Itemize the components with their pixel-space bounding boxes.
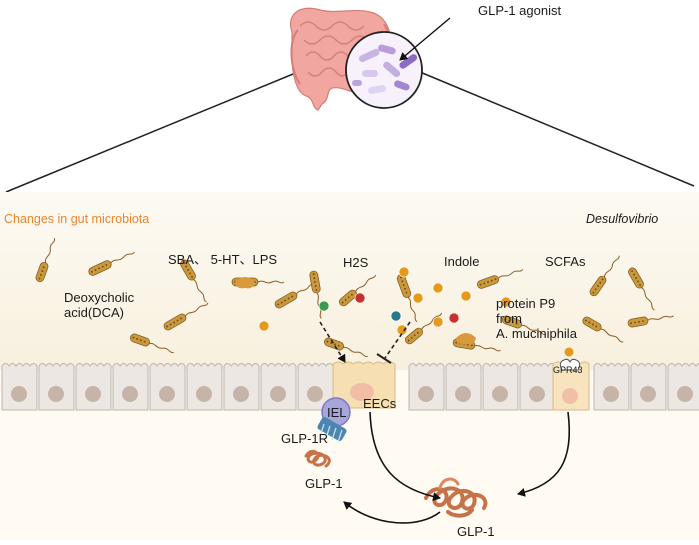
glp1r-label: GLP-1R (281, 431, 328, 446)
metabolite-dot (412, 292, 424, 304)
gpr43-label: GPR43 (553, 365, 583, 375)
lumen-band (0, 192, 699, 370)
gpr43-cell (552, 347, 590, 411)
metabolite-layer (235, 266, 512, 345)
glp1-center-label: GLP-1 (457, 524, 495, 539)
dashed-stimulation-arrow (319, 321, 346, 363)
section-title: Changes in gut microbiota (4, 212, 150, 226)
eec-to-glp1-arrow (369, 411, 441, 502)
epithelial-cell (112, 363, 149, 411)
bacterium (627, 315, 674, 328)
genus-label: Desulfovibrio (586, 212, 659, 226)
epithelial-cell (186, 363, 223, 411)
glp1-left-label: GLP-1 (305, 476, 343, 491)
epithelial-cell (667, 363, 699, 411)
epithelial-cell (38, 363, 75, 411)
gpr43-to-glp1-arrow (517, 411, 571, 497)
p9-label-line1: protein P9 (496, 296, 556, 311)
epithelial-cell (223, 363, 260, 411)
iel-label: IEL (327, 405, 347, 420)
bacterium (323, 337, 368, 358)
glp1-peptide-large (424, 477, 488, 518)
bacterium (628, 267, 655, 311)
bacterium (589, 255, 620, 297)
metabolite-indole-label: Indole (444, 254, 480, 269)
bacterium (180, 259, 207, 303)
glp1r-receptor (317, 417, 347, 443)
inhibition-bar (376, 353, 392, 364)
bacterium (582, 316, 624, 343)
glp1-to-left-arrow (343, 501, 441, 524)
metabolite-dot (432, 316, 444, 328)
epithelial-cell (297, 363, 334, 411)
dca-label-line1: Deoxycholic (64, 290, 135, 305)
metabolite-dot (432, 282, 444, 294)
epithelial-cell (149, 363, 186, 411)
metabolite-dot (398, 266, 410, 278)
epithelial-cell (519, 363, 556, 411)
dashed-inhibition-line (384, 321, 411, 359)
epithelial-cell (260, 363, 297, 411)
glp1-agonist-label: GLP-1 agonist (478, 3, 562, 18)
metabolite-dot (396, 324, 408, 336)
bacterium (129, 333, 174, 354)
bacterium (163, 302, 209, 331)
metabolite-dot (500, 296, 512, 308)
bacterium (405, 312, 443, 345)
scfa-blob (235, 277, 255, 289)
bacterium (35, 238, 56, 283)
epithelial-cell (408, 363, 445, 411)
epithelial-cell (593, 363, 630, 411)
metabolite-h2s-label: H2S (343, 255, 369, 270)
metabolite-dot (318, 300, 330, 312)
epithelial-cell (445, 363, 482, 411)
metabolite-dot (460, 290, 472, 302)
glp1-peptide-small (304, 449, 331, 468)
epithelial-cell (482, 363, 519, 411)
bacterium (477, 269, 524, 289)
metabolite-dot (448, 312, 460, 324)
agonist-arrow (399, 17, 451, 61)
metabolite-sba-label: SBA、 5-HT、LPS (168, 252, 278, 267)
scfa-blob (456, 333, 476, 345)
metabolite-scfas-label: SCFAs (545, 254, 586, 269)
bacterium (501, 315, 546, 336)
epithelial-cell (75, 363, 112, 411)
epithelial-cell (1, 363, 38, 411)
zoom-line-left (5, 71, 299, 193)
metabolite-dot (258, 320, 270, 332)
bacterium (339, 274, 377, 307)
metabolite-dot (354, 292, 366, 304)
p9-label-line2: from (496, 311, 522, 326)
epithelium-layer (1, 363, 699, 411)
microbiota-magnifier (345, 31, 423, 109)
bacterium (88, 251, 135, 276)
p9-label-line3: A. muciniphila (496, 326, 577, 341)
epithelial-cell (630, 363, 667, 411)
eec-cell (332, 361, 396, 409)
dca-label-line2: acid(DCA) (64, 305, 124, 320)
eecs-label: EECs (363, 396, 397, 411)
zoom-line-right (419, 71, 695, 187)
metabolite-dot (390, 310, 402, 322)
